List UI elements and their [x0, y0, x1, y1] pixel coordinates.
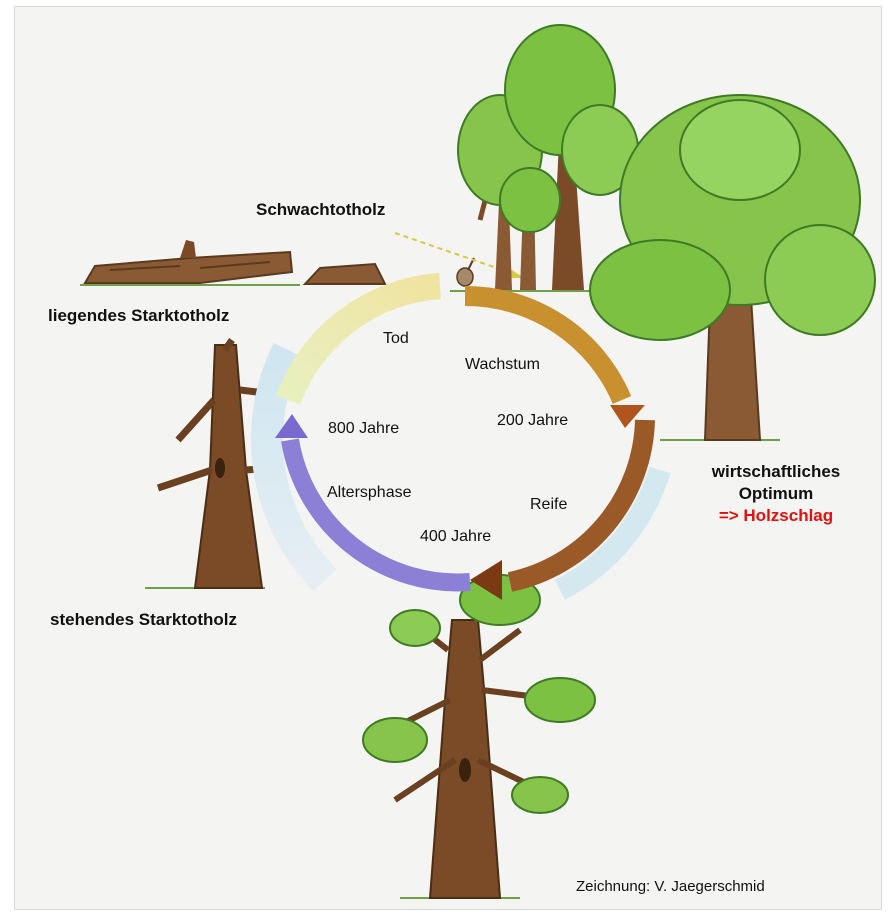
optimum-label-line1: wirtschaftliches: [676, 462, 876, 482]
reife-label: Reife: [530, 496, 567, 514]
old-tree-icon: [363, 575, 595, 898]
lying-deadwood-icon: [85, 240, 385, 284]
stehendes-starktotholz-label: stehendes Starktotholz: [50, 610, 237, 630]
life-cycle-ring: [267, 286, 660, 600]
optimum-label-line2: Optimum: [676, 484, 876, 504]
seedling-icon: [457, 258, 474, 286]
schwachtotholz-label: Schwachtotholz: [256, 200, 385, 220]
wachstum-label: Wachstum: [465, 356, 540, 374]
tod-arrow: [288, 286, 440, 400]
age-400-label: 400 Jahre: [420, 528, 491, 546]
liegendes-starktotholz-label: liegendes Starktotholz: [48, 306, 229, 326]
altersphase-label: Altersphase: [327, 484, 412, 502]
holzschlag-label: => Holzschlag: [676, 506, 876, 526]
tod-label: Tod: [383, 330, 409, 348]
ground-lines: [80, 285, 780, 898]
young-trees-icon: [458, 25, 638, 290]
credit-label: Zeichnung: V. Jaegerschmid: [576, 878, 765, 895]
age-800-label: 800 Jahre: [328, 420, 399, 438]
age-200-label: 200 Jahre: [497, 412, 568, 430]
